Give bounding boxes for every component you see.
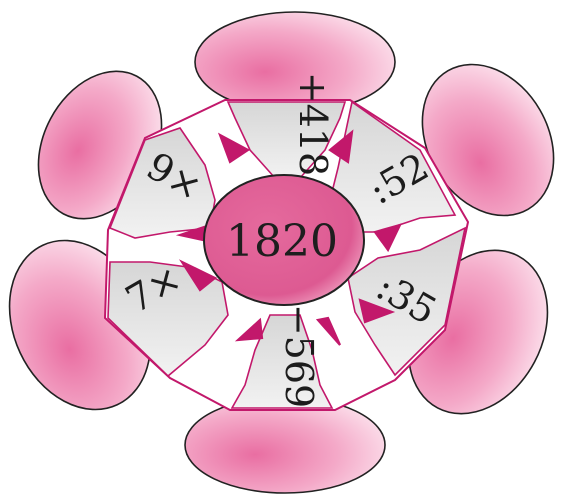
center-value: 1820 [226,216,338,267]
op-bottom: −569 [277,304,321,408]
op-top: +418 [291,72,335,176]
center-node: 1820 [204,175,364,305]
petal-bottom [185,397,385,493]
